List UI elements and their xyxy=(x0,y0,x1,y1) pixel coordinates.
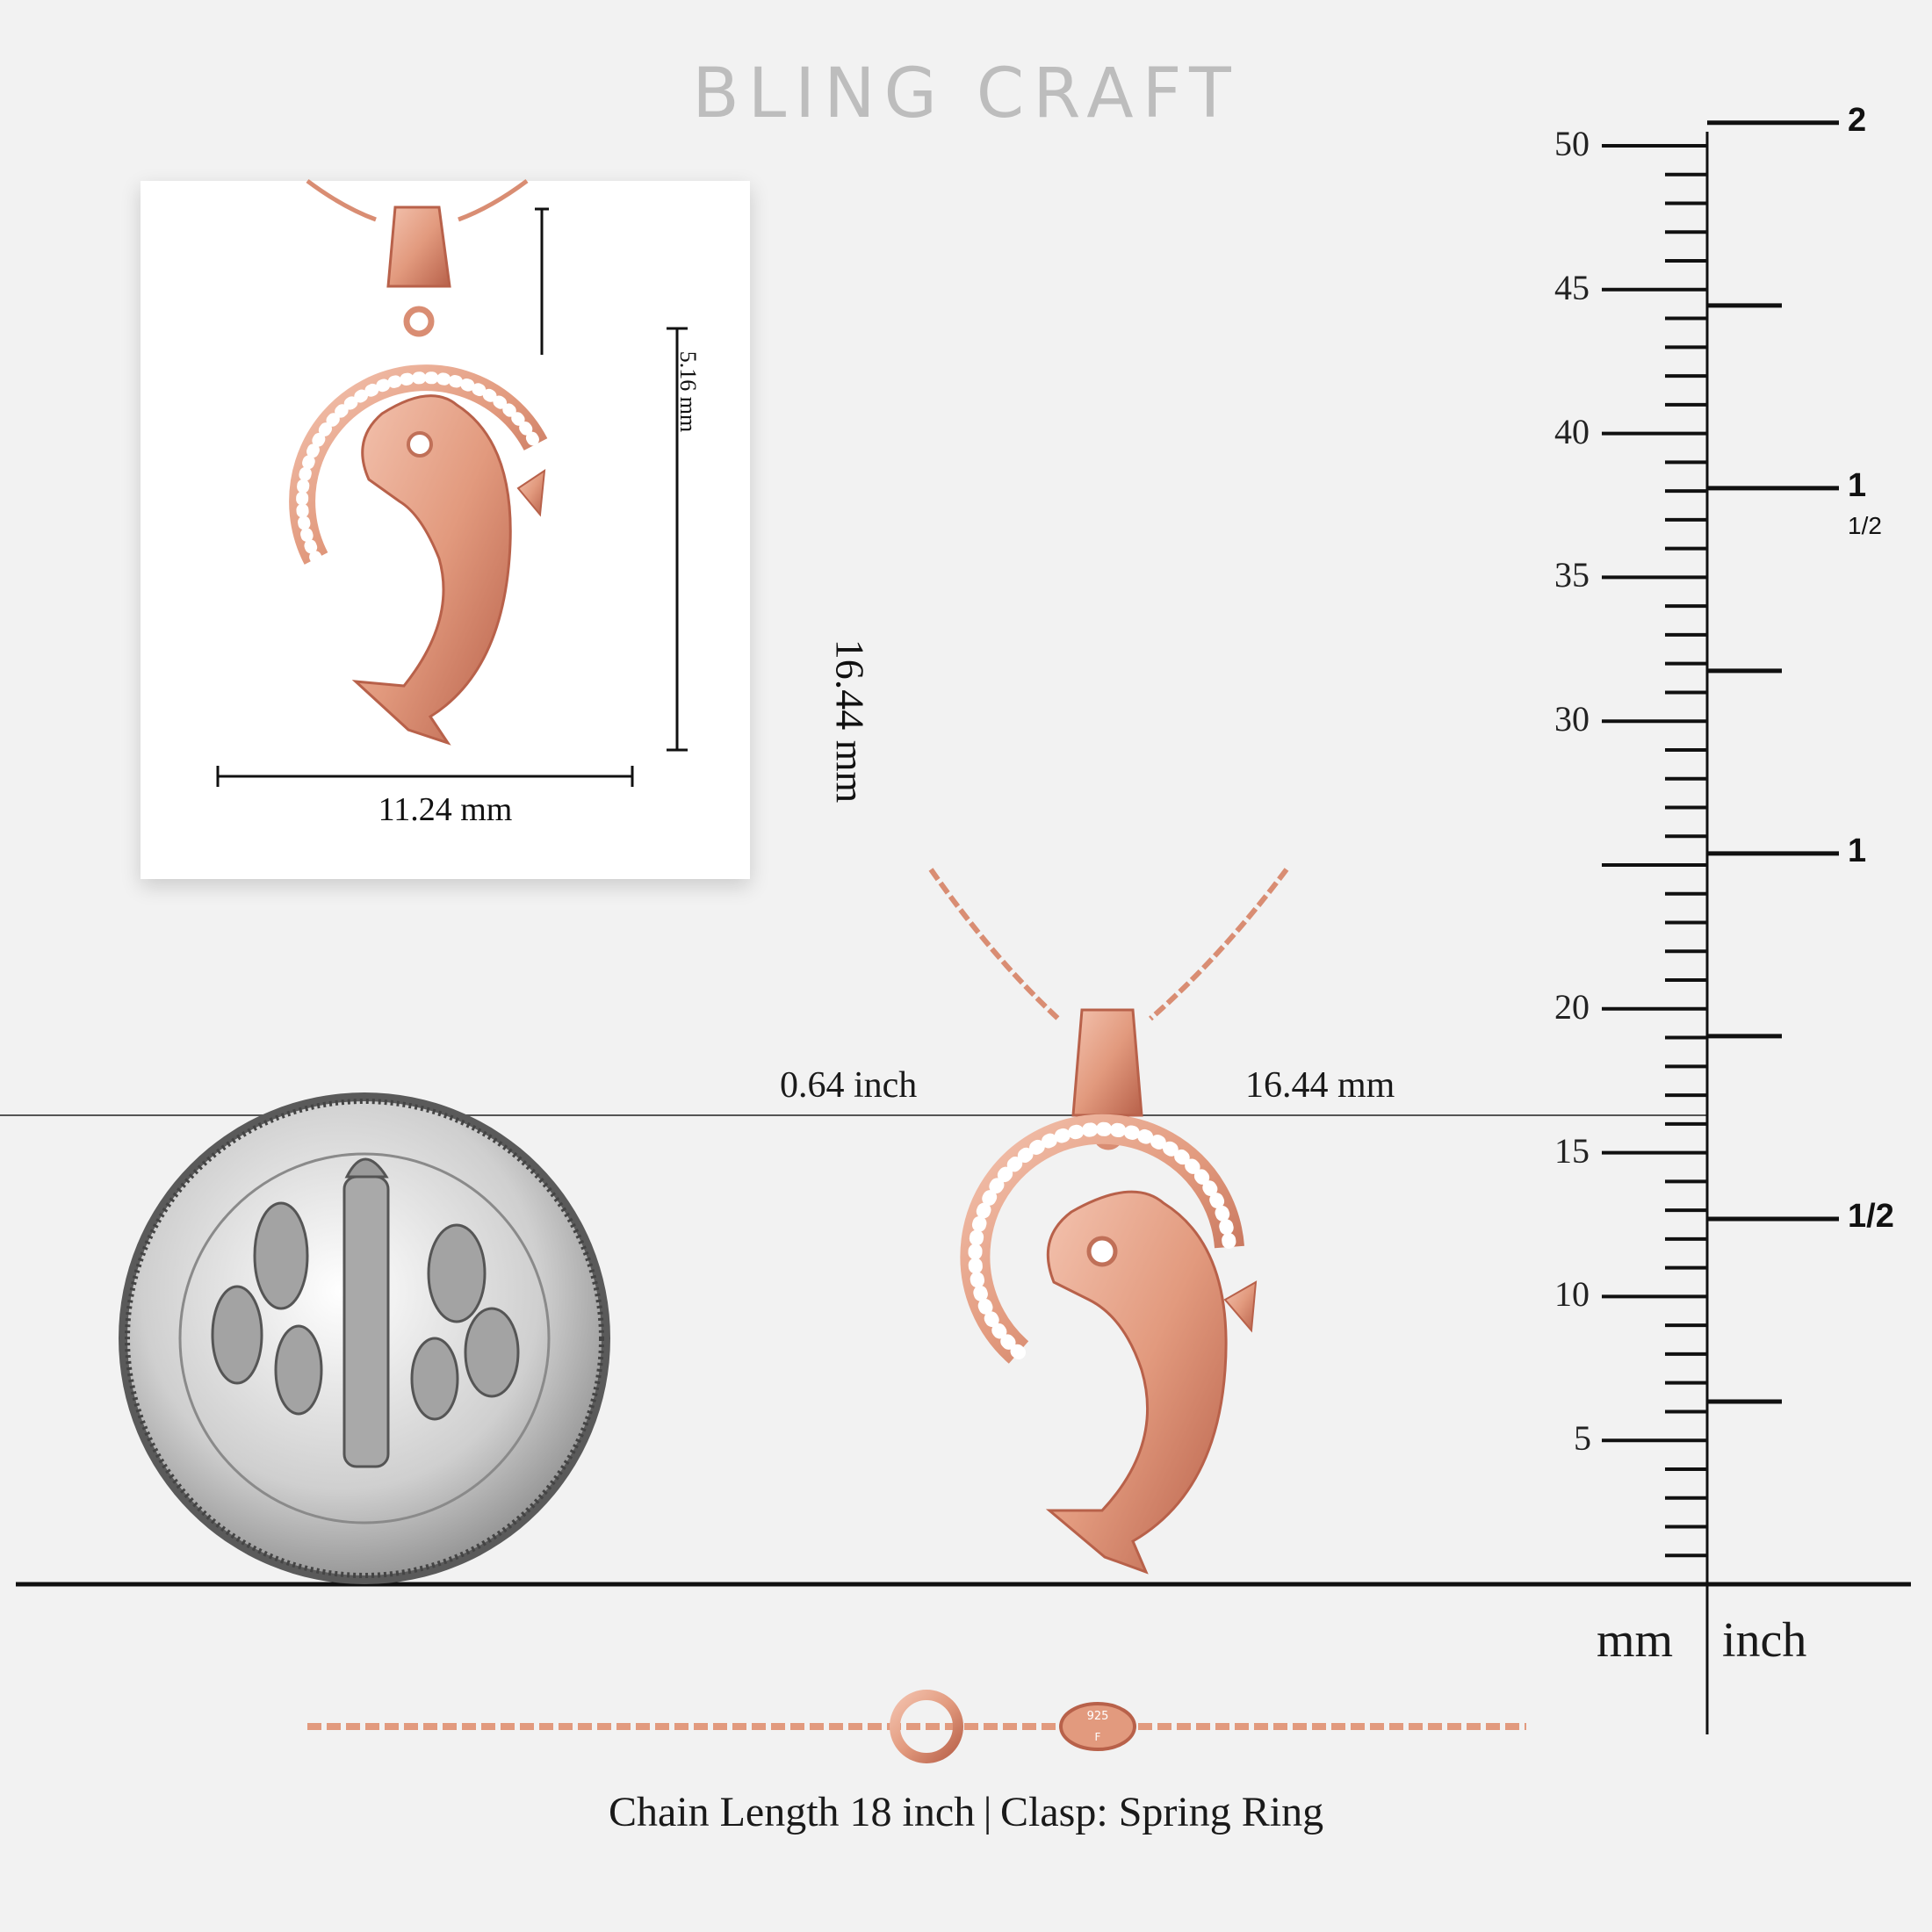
spring-ring-clasp xyxy=(890,1690,963,1763)
measure-inch-label: 0.64 inch xyxy=(780,1065,918,1106)
ruler-mm-label: 5 xyxy=(1574,1418,1591,1459)
dolphin-figure xyxy=(351,394,546,746)
ruler-inch-label: 2 xyxy=(1848,101,1867,139)
ruler-inch-label: 1/2 xyxy=(1848,1197,1894,1235)
brand-logo-text: BLING CRAFT xyxy=(692,54,1240,133)
ruler-mm-label: 50 xyxy=(1554,124,1590,163)
ruler-inch-label: 1 1/2 xyxy=(1848,466,1882,539)
ruler-mm-label: 10 xyxy=(1554,1274,1590,1315)
crystal-ring xyxy=(289,364,548,565)
stamp-925-text: 925 xyxy=(1087,1710,1109,1723)
stamp-f-text: F xyxy=(1095,1731,1101,1743)
pendant-detail-illustration xyxy=(216,178,688,787)
measure-mm-label: 16.44 mm xyxy=(1245,1065,1395,1106)
chain-clasp-caption: Chain Length 18 inch | Clasp: Spring Rin… xyxy=(608,1789,1324,1835)
ruler-mm-label: 20 xyxy=(1554,986,1590,1027)
ruler-unit-inch: inch xyxy=(1722,1613,1807,1668)
width-dimension-label: 11.24 mm xyxy=(378,791,513,828)
dime-coin xyxy=(119,1092,610,1584)
dimension-lines xyxy=(216,207,688,787)
ruler xyxy=(1602,120,1839,1734)
ruler-unit-mm: mm xyxy=(1597,1613,1674,1668)
chain-segment xyxy=(306,178,529,222)
main-pendant xyxy=(928,868,1289,1575)
ruler-mm-label: 40 xyxy=(1554,411,1590,451)
ruler-inch-label: 1 xyxy=(1848,832,1867,869)
ruler-mm-label: 15 xyxy=(1554,1130,1590,1171)
ruler-mm-label: 30 xyxy=(1554,699,1590,739)
ruler-mm-label: 45 xyxy=(1554,267,1590,307)
tag-925 xyxy=(1059,1702,1136,1751)
pendant-bail xyxy=(386,205,451,337)
chain-with-clasp: 925 F xyxy=(307,1690,1526,1763)
ruler-mm-label: 35 xyxy=(1554,555,1590,595)
pendant-detail-card: 11.24 mm 16.44 mm 5.16 mm xyxy=(141,178,873,879)
